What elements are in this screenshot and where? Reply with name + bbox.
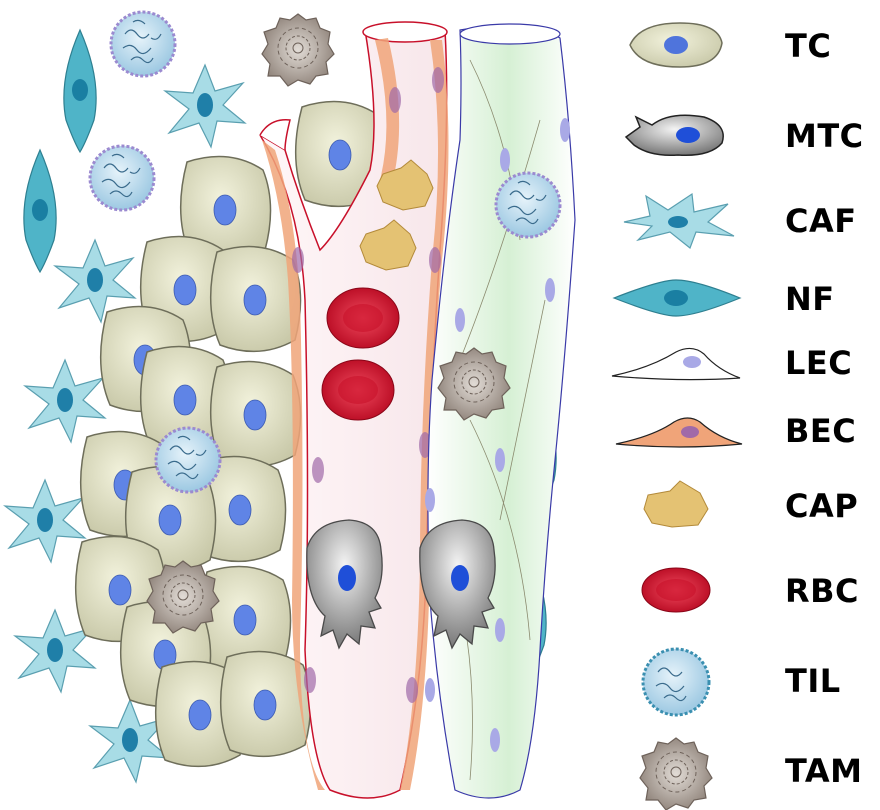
legend-label-mtc: MTC: [785, 117, 864, 155]
legend-item-tc: TC: [600, 5, 880, 85]
legend-label-caf: CAF: [785, 202, 857, 240]
legend-label-cap: CAP: [785, 487, 858, 525]
tumor-infiltrating-lymphocyte-icon: [600, 640, 760, 720]
legend: TC MTC CAF NF LEC BEC: [600, 0, 880, 806]
legend-label-bec: BEC: [785, 412, 856, 450]
legend-item-rbc: RBC: [600, 550, 880, 630]
tumor-cell-icon: [600, 5, 760, 85]
tumor-microenvironment-illustration: [0, 0, 600, 806]
legend-item-til: TIL: [600, 640, 880, 720]
legend-label-tc: TC: [785, 27, 831, 65]
legend-label-tam: TAM: [785, 752, 862, 790]
legend-label-nf: NF: [785, 280, 835, 318]
legend-item-cap: CAP: [600, 465, 880, 545]
legend-label-til: TIL: [785, 662, 841, 700]
capillary-platelet-icon: [600, 465, 760, 545]
blood-endothelial-cell-icon: [600, 390, 760, 470]
migrating-tumor-cell-icon: [600, 95, 760, 175]
legend-item-mtc: MTC: [600, 95, 880, 175]
legend-item-tam: TAM: [600, 730, 880, 810]
legend-label-lec: LEC: [785, 344, 852, 382]
red-blood-cell-icon: [600, 550, 760, 630]
cancer-associated-fibroblast-icon: [600, 180, 760, 260]
legend-label-rbc: RBC: [785, 572, 859, 610]
legend-item-bec: BEC: [600, 390, 880, 470]
legend-item-caf: CAF: [600, 180, 880, 260]
tumor-associated-macrophage-icon: [600, 730, 760, 810]
